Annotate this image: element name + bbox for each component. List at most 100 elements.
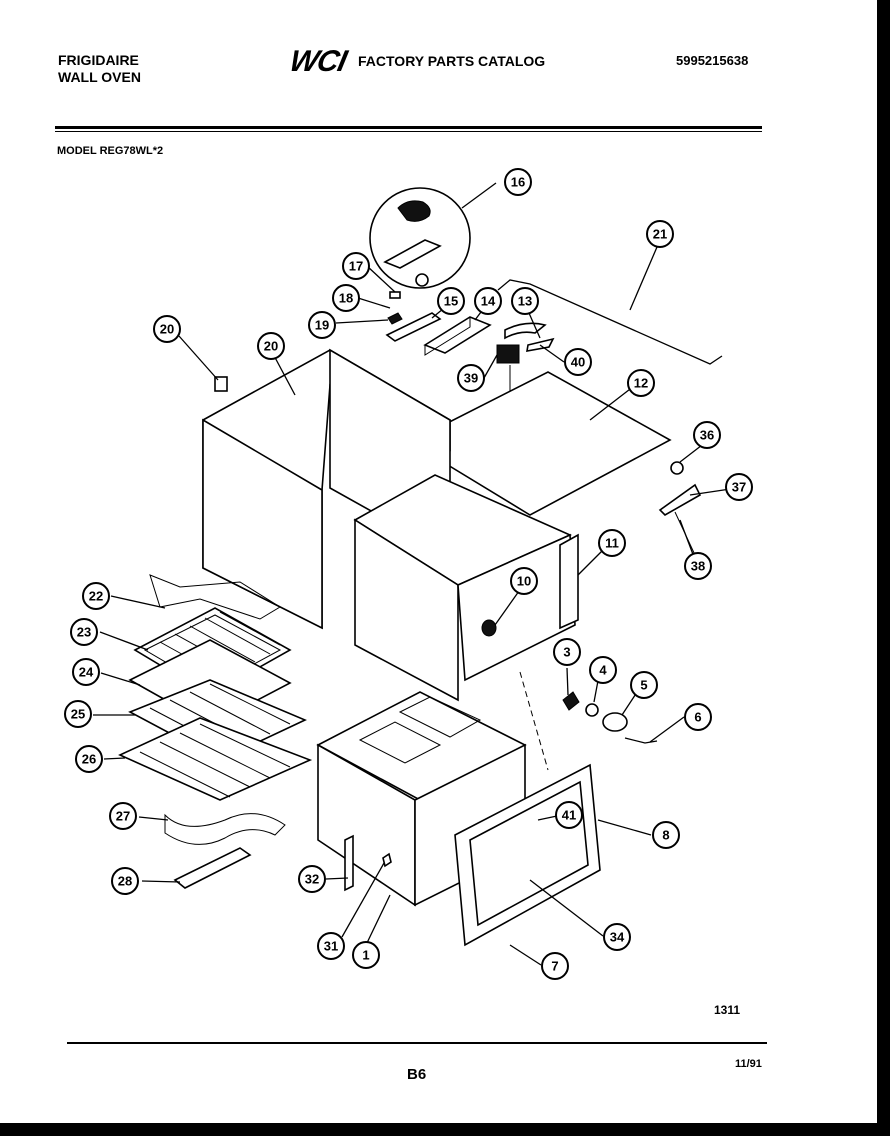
callout-35: 21 <box>646 220 674 248</box>
part-32-bracket <box>344 834 354 892</box>
callout-8-text: 8 <box>662 828 669 843</box>
callout-11-text: 11 <box>605 536 619 551</box>
callout-20-text: 20 <box>264 339 278 354</box>
callout-14: 14 <box>474 287 502 315</box>
catalog-date: 11/91 <box>735 1058 762 1070</box>
callout-10-text: 10 <box>517 574 531 589</box>
part-35-rod <box>497 279 723 365</box>
callout-12-text: 12 <box>634 376 648 391</box>
callout-18: 18 <box>332 284 360 312</box>
callout-34-text: 34 <box>610 930 625 945</box>
callout-17: 17 <box>342 252 370 280</box>
callout-38-text: 38 <box>691 559 705 574</box>
callout-38: 38 <box>684 552 712 580</box>
callout-37-text: 37 <box>732 480 746 495</box>
callout-36: 36 <box>693 421 721 449</box>
callout-23: 23 <box>70 618 98 646</box>
callout-24-text: 24 <box>79 665 94 680</box>
callout-22: 22 <box>82 582 110 610</box>
callout-8: 8 <box>652 821 680 849</box>
callout-1: 1 <box>352 941 380 969</box>
callout-15-text: 15 <box>444 294 458 309</box>
callout-28: 28 <box>111 867 139 895</box>
header-rule-thin <box>55 131 762 132</box>
callout-24: 24 <box>72 658 100 686</box>
callout-36-text: 36 <box>700 428 714 443</box>
callout-6: 6 <box>684 703 712 731</box>
callout-26-text: 26 <box>82 752 96 767</box>
footer-rule <box>67 1042 767 1044</box>
part-27-broil-element <box>164 813 286 845</box>
callout-26: 26 <box>75 745 103 773</box>
callout-10: 10 <box>510 567 538 595</box>
callout-35-text: 21 <box>653 227 667 242</box>
header-rule <box>55 126 762 129</box>
callout-20: 20 <box>257 332 285 360</box>
figure-code: 1311 <box>714 1003 741 1017</box>
callout-31: 31 <box>317 932 345 960</box>
callout-39: 39 <box>457 364 485 392</box>
callout-3: 3 <box>553 638 581 666</box>
callout-15: 15 <box>437 287 465 315</box>
callout-32-text: 32 <box>305 872 319 887</box>
callout-7-text: 7 <box>551 959 558 974</box>
callout-13-text: 13 <box>518 294 532 309</box>
callout-5: 5 <box>630 671 658 699</box>
callout-16-text: 16 <box>511 175 525 190</box>
part-11-oven-box <box>353 474 579 702</box>
callout-27-text: 27 <box>116 809 130 824</box>
part-16-inset <box>369 182 497 289</box>
callout-6-text: 6 <box>694 710 701 725</box>
callout-40: 40 <box>564 348 592 376</box>
callout-11: 11 <box>598 529 626 557</box>
callout-1-text: 1 <box>362 948 369 963</box>
callout-13: 13 <box>511 287 539 315</box>
part-28-bracket <box>173 847 252 889</box>
callout-19-text: 19 <box>315 318 329 333</box>
part-22-element <box>149 574 281 620</box>
callout-4-text: 4 <box>599 663 607 678</box>
product-type: WALL OVEN <box>58 69 141 85</box>
catalog-title: FACTORY PARTS CATALOG <box>358 53 546 69</box>
callout-21: 20 <box>153 315 181 343</box>
part-10-knob <box>481 619 497 637</box>
brand-block: FRIGIDAIRE WALL OVEN <box>58 52 141 86</box>
callout-40-text: 40 <box>571 355 585 370</box>
callout-21-text: 20 <box>160 322 174 337</box>
callout-12: 12 <box>627 369 655 397</box>
callout-7: 7 <box>541 952 569 980</box>
brand-name: FRIGIDAIRE <box>58 52 139 68</box>
callout-4: 4 <box>589 656 617 684</box>
callout-39-text: 39 <box>464 371 478 386</box>
catalog-number: 5995215638 <box>676 53 749 68</box>
callout-41: 41 <box>555 801 583 829</box>
callout-19: 19 <box>308 311 336 339</box>
part-3-6-hardware <box>562 691 658 744</box>
callout-3-text: 3 <box>563 645 570 660</box>
callout-labels: 16 21 17 18 15 14 13 19 20 20 40 39 12 3… <box>64 168 753 980</box>
part-25-26-oven-racks <box>118 679 313 801</box>
callout-32: 32 <box>298 865 326 893</box>
part-36-38-latch <box>658 461 702 556</box>
callout-25: 25 <box>64 700 92 728</box>
callout-22-text: 22 <box>89 589 103 604</box>
callout-17-text: 17 <box>349 259 363 274</box>
callout-27: 27 <box>109 802 137 830</box>
callout-28-text: 28 <box>118 874 132 889</box>
callout-16: 16 <box>504 168 532 196</box>
callout-34: 34 <box>603 923 631 951</box>
callout-41-text: 41 <box>562 808 576 823</box>
alignment-line <box>519 671 549 771</box>
model-number: MODEL REG78WL*2 <box>57 145 164 157</box>
callout-5-text: 5 <box>640 678 647 693</box>
callout-14-text: 14 <box>481 294 496 309</box>
callout-31-text: 31 <box>324 939 338 954</box>
callout-25-text: 25 <box>71 707 85 722</box>
page-number: B6 <box>407 1066 427 1083</box>
callout-23-text: 23 <box>77 625 91 640</box>
callout-37: 37 <box>725 473 753 501</box>
part-21-clip <box>214 376 228 392</box>
callout-18-text: 18 <box>339 291 353 306</box>
